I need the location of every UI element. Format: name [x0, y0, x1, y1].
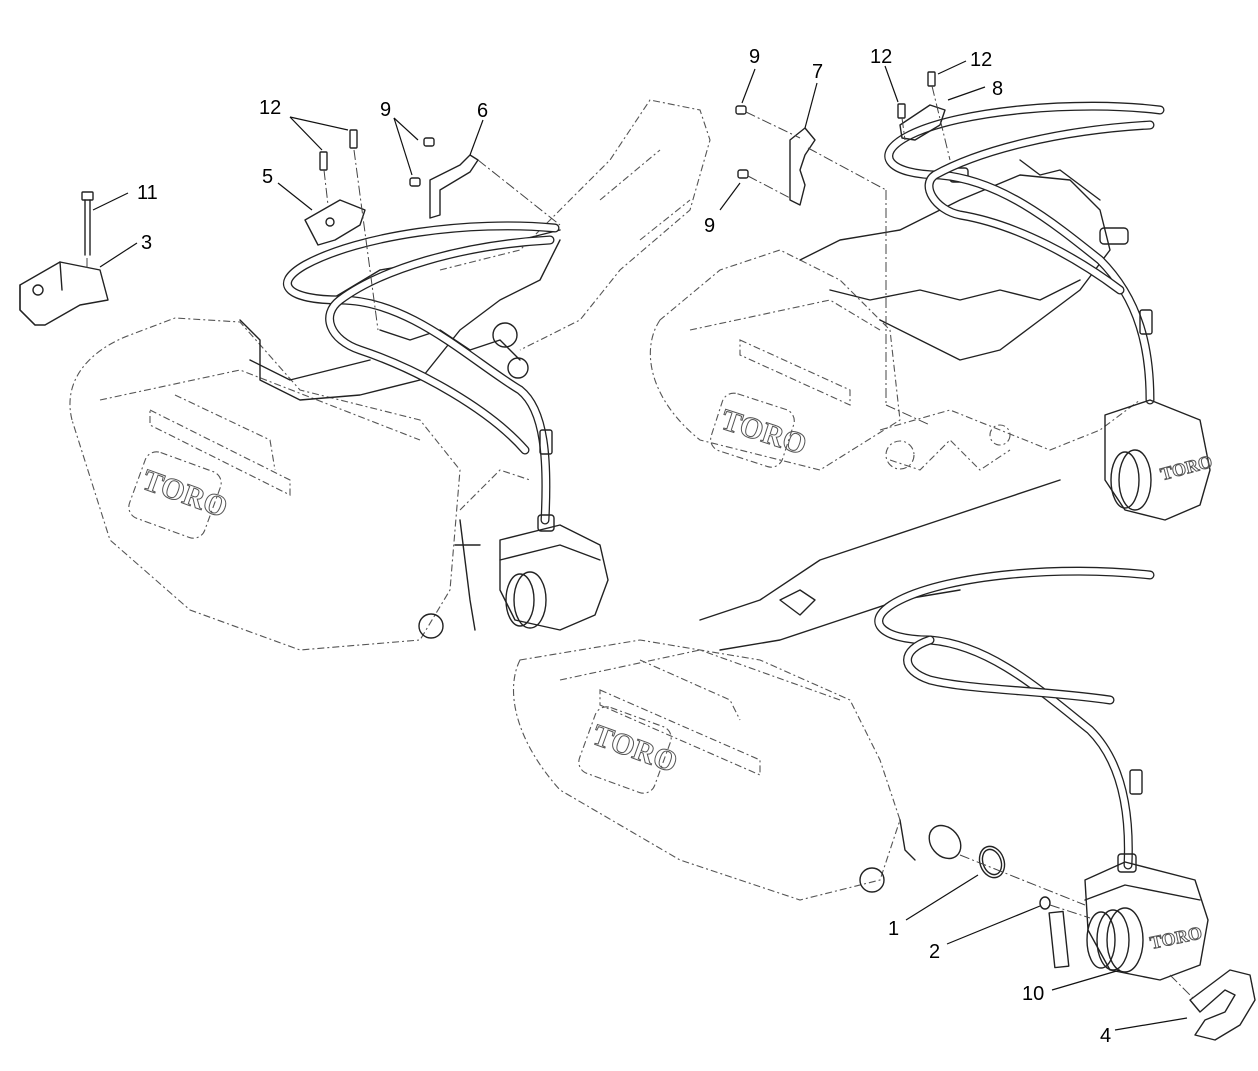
- callout-labels: 11 3 5 12 9 6 9 7 9 12 12 8 1 2 10 4: [137, 46, 1111, 1047]
- svg-text:TORO: TORO: [138, 463, 232, 524]
- callout-12-left: 12: [259, 97, 281, 119]
- part-7-clamp: [735, 105, 816, 206]
- svg-text:TORO: TORO: [717, 403, 811, 462]
- callout-12-right-a: 12: [870, 46, 892, 68]
- callout-11: 11: [137, 182, 158, 204]
- callout-7: 7: [812, 61, 823, 83]
- callout-10: 10: [1022, 983, 1044, 1005]
- hydraulic-motor-right: TORO: [1104, 399, 1215, 521]
- part-10-hydraulic-motor: TORO: [1048, 853, 1209, 981]
- part-2-nut: [1039, 896, 1051, 910]
- callout-3: 3: [141, 232, 152, 254]
- callout-9-left: 9: [380, 99, 391, 121]
- svg-text:TORO: TORO: [588, 718, 682, 779]
- svg-text:TORO: TORO: [1158, 451, 1214, 484]
- hydraulic-motor-left: [499, 514, 609, 631]
- cutting-unit-right: TORO TORO: [649, 101, 1215, 521]
- part-5-bracket: [304, 199, 366, 246]
- part-12-screws-left: [319, 129, 358, 171]
- callout-2: 2: [929, 941, 940, 963]
- callout-6: 6: [477, 100, 488, 122]
- part-8-bracket: [897, 71, 946, 141]
- callout-4: 4: [1100, 1025, 1111, 1047]
- part-3-cover: [19, 261, 109, 326]
- cutting-unit-left: TORO: [69, 99, 711, 651]
- part-4-shield: [1189, 969, 1256, 1041]
- callout-9-top: 9: [749, 46, 760, 68]
- toro-logo-right-deck: TORO: [710, 392, 811, 468]
- part-1-o-ring: [978, 845, 1006, 879]
- centerlines: [86, 85, 1196, 1001]
- callout-5: 5: [262, 166, 273, 188]
- cutting-unit-front: TORO: [512, 479, 1155, 901]
- callout-12-right-b: 12: [970, 49, 992, 71]
- svg-text:TORO: TORO: [1148, 922, 1204, 953]
- callout-1: 1: [888, 918, 899, 940]
- toro-logo-left-deck: TORO: [128, 451, 232, 539]
- part-6-clamp: [409, 137, 479, 219]
- callout-9-bottom: 9: [704, 215, 715, 237]
- callout-8: 8: [992, 78, 1003, 100]
- leader-lines: [92, 60, 1188, 1031]
- part-11-bolt: [81, 191, 94, 256]
